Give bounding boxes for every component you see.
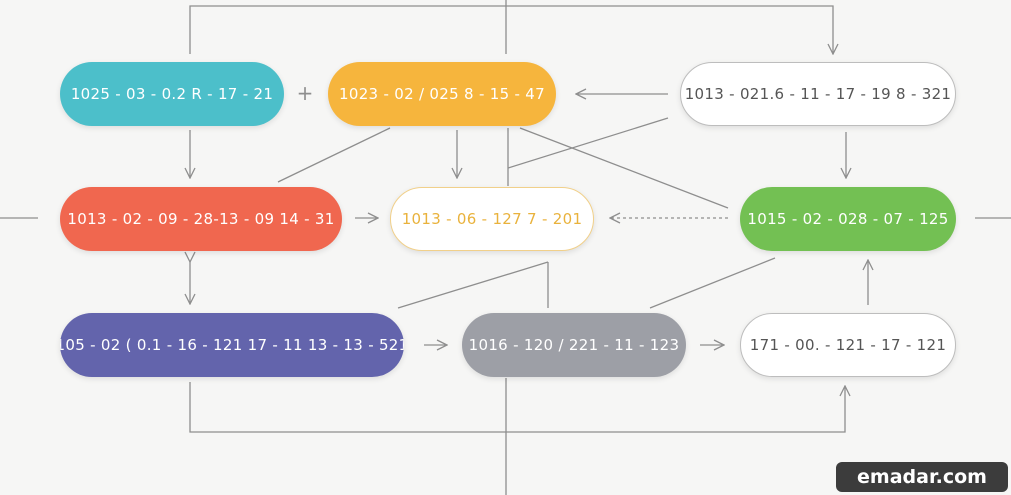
plus-symbol: + (297, 81, 314, 105)
node-label: 1013 - 06 - 127 7 - 201 (401, 210, 583, 228)
node-red[interactable]: 1013 - 02 - 09 - 28-13 - 09 14 - 31 (60, 187, 342, 251)
connector-n8-n6 (649, 257, 776, 309)
node-label: 171 - 00. - 121 - 17 - 121 (749, 336, 947, 354)
node-green[interactable]: 1015 - 02 - 028 - 07 - 125 (740, 187, 956, 251)
node-label: 1025 - 03 - 0.2 R - 17 - 21 (70, 85, 274, 103)
watermark-badge: emadar.com (836, 462, 1008, 492)
node-label: 1015 - 02 - 028 - 07 - 125 (747, 210, 949, 228)
node-label: 1016 - 120 / 221 - 11 - 123 (468, 336, 680, 354)
node-label: 1013 - 021.6 - 11 - 17 - 19 8 - 321 (684, 85, 952, 103)
connector-n5-n3 (507, 117, 669, 169)
node-teal[interactable]: 1025 - 03 - 0.2 R - 17 - 21 (60, 62, 284, 126)
node-label: 105 - 02 ( 0.1 - 16 - 121 17 - 11 13 - 1… (60, 336, 404, 354)
connector-bottom-loop (189, 382, 845, 433)
watermark-text: emadar.com (857, 466, 987, 488)
node-orange[interactable]: 1023 - 02 / 025 8 - 15 - 47 (328, 62, 556, 126)
node-gray[interactable]: 1016 - 120 / 221 - 11 - 123 (462, 313, 686, 377)
connector-n4-n2 (277, 127, 391, 183)
node-label: 1013 - 02 - 09 - 28-13 - 09 14 - 31 (67, 210, 335, 228)
node-label: 1023 - 02 / 025 8 - 15 - 47 (339, 85, 545, 103)
connector-n2-n6 (519, 127, 729, 209)
node-white-top-right[interactable]: 1013 - 021.6 - 11 - 17 - 19 8 - 321 (680, 62, 956, 126)
node-white-bottom-right[interactable]: 171 - 00. - 121 - 17 - 121 (740, 313, 956, 377)
connector-n7-n5 (397, 261, 549, 309)
node-purple[interactable]: 105 - 02 ( 0.1 - 16 - 121 17 - 11 13 - 1… (60, 313, 404, 377)
connector-top-loop (189, 5, 833, 54)
node-white-center[interactable]: 1013 - 06 - 127 7 - 201 (390, 187, 594, 251)
